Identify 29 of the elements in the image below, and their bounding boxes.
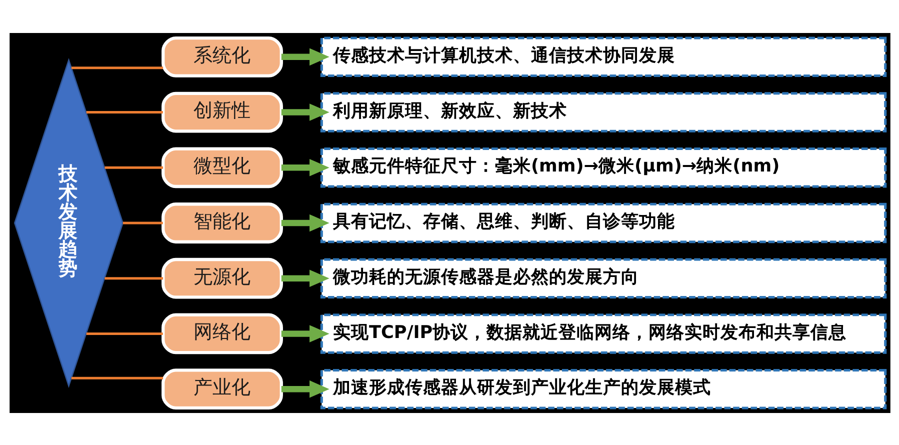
connector — [70, 66, 163, 69]
connector — [70, 376, 163, 379]
node-box: 网络化 — [161, 312, 282, 354]
arrow — [280, 324, 329, 342]
node-box: 实现TCP/IP协议，数据就近登临网络，网络实时发布和共享信息 — [320, 313, 886, 354]
connector — [86, 332, 162, 334]
arrow — [280, 214, 329, 232]
node-box: 无源化 — [161, 257, 282, 298]
connector — [104, 276, 163, 280]
node-box: 产业化 — [161, 368, 282, 410]
node-box: 加速形成传感器从研发到产业化生产的发展模式 — [320, 368, 886, 409]
node-box: 智能化 — [161, 202, 282, 243]
node-box: 系统化 — [161, 36, 282, 77]
connector — [86, 110, 162, 114]
connector — [122, 221, 162, 224]
node-box: 微功耗的无源传感器是必然的发展方向 — [320, 258, 886, 298]
node-box: 具有记忆、存储、思维、判断、自诊等功能 — [320, 202, 886, 243]
node-box: 传感技术与计算机技术、通信技术协同发展 — [320, 36, 886, 77]
arrow — [280, 380, 329, 398]
node-box: 微型化 — [161, 146, 282, 188]
node-box: 利用新原理、新效应、新技术 — [320, 92, 886, 132]
arrow — [280, 158, 329, 176]
arrow — [280, 269, 329, 287]
arrow — [280, 103, 329, 120]
arrow — [280, 48, 329, 66]
node-box: 创新性 — [161, 91, 282, 132]
node-box: 敏感元件特征尺寸：毫米(mm)→微米(μm)→纳米(nm) — [320, 147, 886, 188]
connector — [104, 166, 163, 168]
node-diamond: 技术发展趋势 — [13, 58, 124, 388]
